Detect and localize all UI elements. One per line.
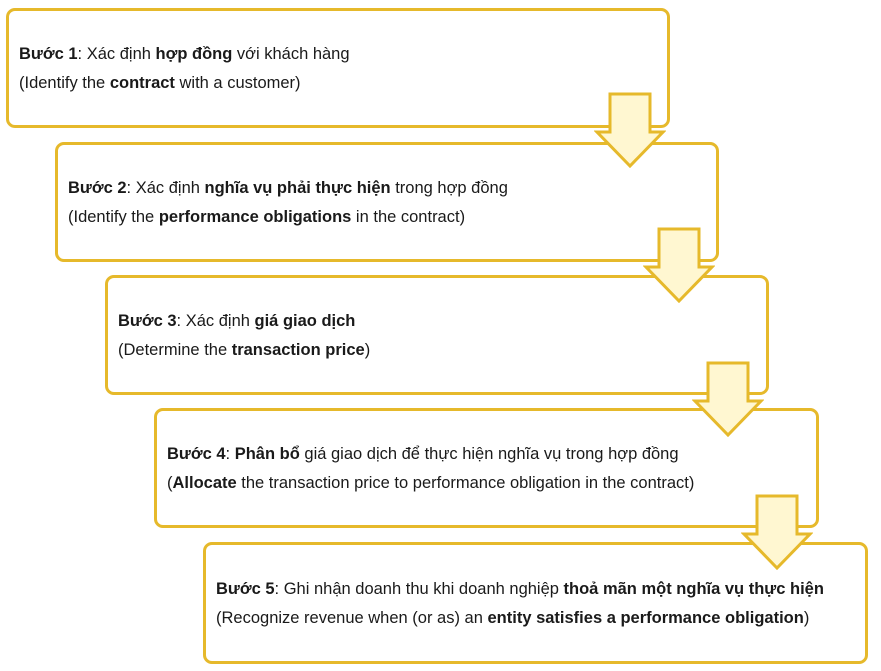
step-5-box: Bước 5: Ghi nhận doanh thu khi doanh ngh… bbox=[203, 542, 868, 664]
bold-text-run: entity satisfies a performance obligatio… bbox=[487, 608, 804, 627]
text-run: : Xác định bbox=[77, 44, 156, 63]
text-run: : Xác định bbox=[126, 178, 205, 197]
step-3-english-text: (Determine the transaction price) bbox=[118, 339, 754, 361]
bold-text-run: Bước 5 bbox=[216, 579, 275, 598]
step-1-vietnamese-text: Bước 1: Xác định hợp đồng với khách hàng bbox=[19, 43, 655, 65]
text-run: trong hợp đồng bbox=[390, 178, 508, 197]
text-run: in the contract) bbox=[351, 207, 466, 226]
text-run: : Ghi nhận doanh thu khi doanh nghiệp bbox=[274, 579, 564, 598]
text-run: (Recognize revenue when (or as) an bbox=[216, 608, 488, 627]
step-2-english-text: (Identify the performance obligations in… bbox=[68, 206, 704, 228]
step-4-box: Bước 4: Phân bổ giá giao dịch để thực hi… bbox=[154, 408, 819, 528]
text-run: : bbox=[225, 444, 235, 463]
step-4-english-text: (Allocate the transaction price to perfo… bbox=[167, 472, 804, 494]
bold-text-run: thoả mãn một nghĩa vụ thực hiện bbox=[563, 579, 824, 598]
bold-text-run: Bước 4 bbox=[167, 444, 226, 463]
bold-text-run: Allocate bbox=[172, 473, 237, 492]
text-run: giá giao dịch để thực hiện nghĩa vụ tron… bbox=[299, 444, 679, 463]
step-3-vietnamese-text: Bước 3: Xác định giá giao dịch bbox=[118, 310, 754, 332]
bold-text-run: performance obligations bbox=[158, 207, 352, 226]
text-run: : Xác định bbox=[176, 311, 255, 330]
text-run: ) bbox=[803, 608, 810, 627]
bold-text-run: nghĩa vụ phải thực hiện bbox=[204, 178, 391, 197]
bold-text-run: Bước 1 bbox=[19, 44, 78, 63]
text-run: ) bbox=[364, 340, 371, 359]
bold-text-run: giá giao dịch bbox=[254, 311, 356, 330]
arrow-down-icon bbox=[741, 494, 813, 570]
bold-text-run: Phân bổ bbox=[234, 444, 300, 463]
step-2-box: Bước 2: Xác định nghĩa vụ phải thực hiện… bbox=[55, 142, 719, 262]
bold-text-run: hợp đồng bbox=[155, 44, 233, 63]
step-4-vietnamese-text: Bước 4: Phân bổ giá giao dịch để thực hi… bbox=[167, 443, 804, 465]
bold-text-run: transaction price bbox=[231, 340, 365, 359]
step-1-english-text: (Identify the contract with a customer) bbox=[19, 72, 655, 94]
arrow-down-icon bbox=[643, 227, 715, 303]
text-run: with a customer) bbox=[174, 73, 301, 92]
arrow-down-icon bbox=[692, 361, 764, 437]
step-3-box: Bước 3: Xác định giá giao dịch (Determin… bbox=[105, 275, 769, 395]
text-run: với khách hàng bbox=[232, 44, 350, 63]
text-run: the transaction price to performance obl… bbox=[236, 473, 695, 492]
bold-text-run: Bước 2 bbox=[68, 178, 127, 197]
bold-text-run: Bước 3 bbox=[118, 311, 177, 330]
text-run: (Identify the bbox=[19, 73, 110, 92]
step-1-box: Bước 1: Xác định hợp đồng với khách hàng… bbox=[6, 8, 670, 128]
bold-text-run: contract bbox=[109, 73, 175, 92]
text-run: (Determine the bbox=[118, 340, 232, 359]
step-2-vietnamese-text: Bước 2: Xác định nghĩa vụ phải thực hiện… bbox=[68, 177, 704, 199]
arrow-down-icon bbox=[594, 92, 666, 168]
text-run: (Identify the bbox=[68, 207, 159, 226]
step-5-vietnamese-text: Bước 5: Ghi nhận doanh thu khi doanh ngh… bbox=[216, 578, 853, 600]
step-5-english-text: (Recognize revenue when (or as) an entit… bbox=[216, 607, 853, 629]
text-run: ( bbox=[167, 473, 173, 492]
